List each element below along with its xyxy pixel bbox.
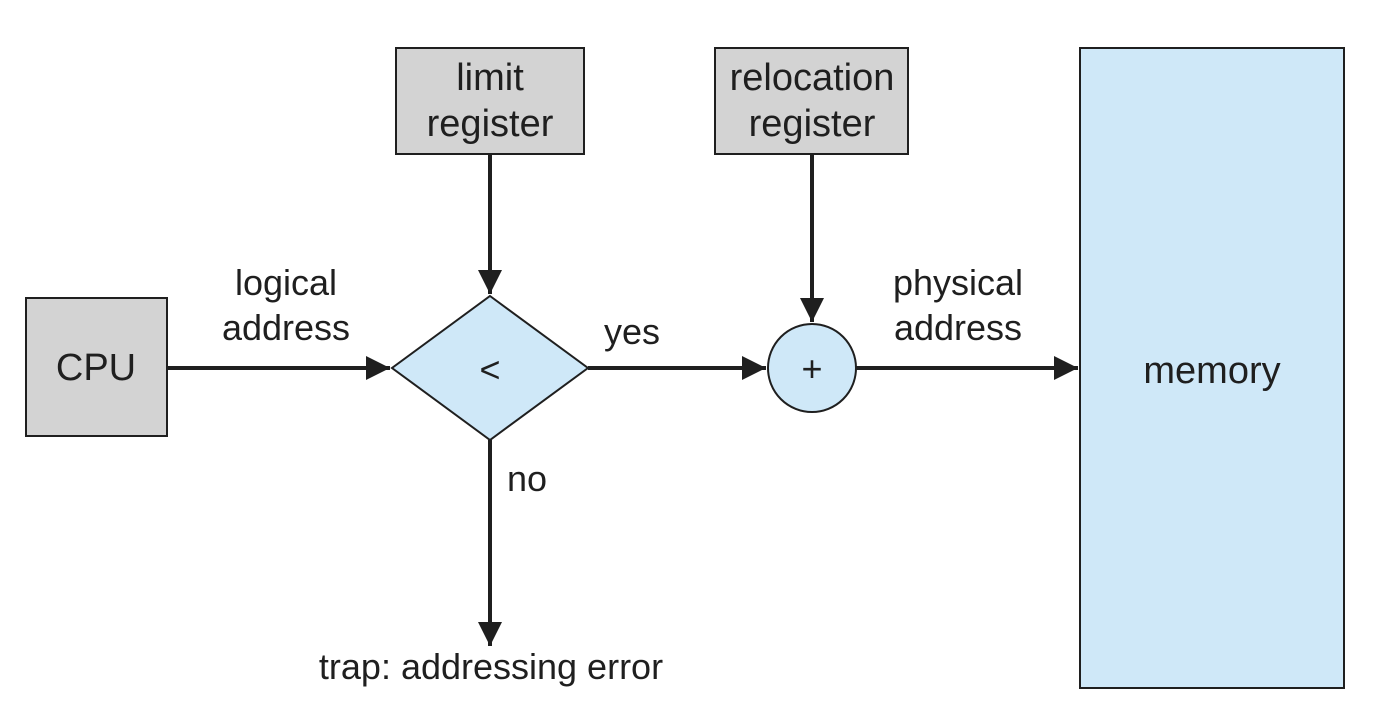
adder-symbol: + — [801, 348, 822, 389]
comparator-diamond: < — [390, 294, 590, 442]
relocation-register-box: relocation register — [714, 47, 909, 155]
no-label: no — [507, 458, 547, 499]
relocation-register-label-line2: register — [749, 103, 876, 145]
logical-address-label-line2: address — [222, 307, 350, 348]
memory-label: memory — [1143, 350, 1280, 392]
trap-label: trap: addressing error — [319, 646, 663, 687]
memory-box: memory — [1079, 47, 1345, 689]
limit-register-label-line2: register — [427, 103, 554, 145]
limit-register-label-line1: limit — [456, 57, 524, 99]
relocation-register-label-line1: relocation — [730, 57, 895, 99]
physical-address-label-line1: physical — [893, 262, 1023, 303]
comparator-symbol: < — [479, 349, 500, 390]
limit-register-box: limit register — [395, 47, 585, 155]
yes-label: yes — [604, 311, 660, 352]
adder-circle: + — [767, 323, 857, 413]
cpu-box: CPU — [25, 297, 168, 437]
physical-address-label-line2: address — [894, 307, 1022, 348]
logical-address-label-line1: logical — [235, 262, 337, 303]
cpu-label: CPU — [56, 347, 136, 389]
